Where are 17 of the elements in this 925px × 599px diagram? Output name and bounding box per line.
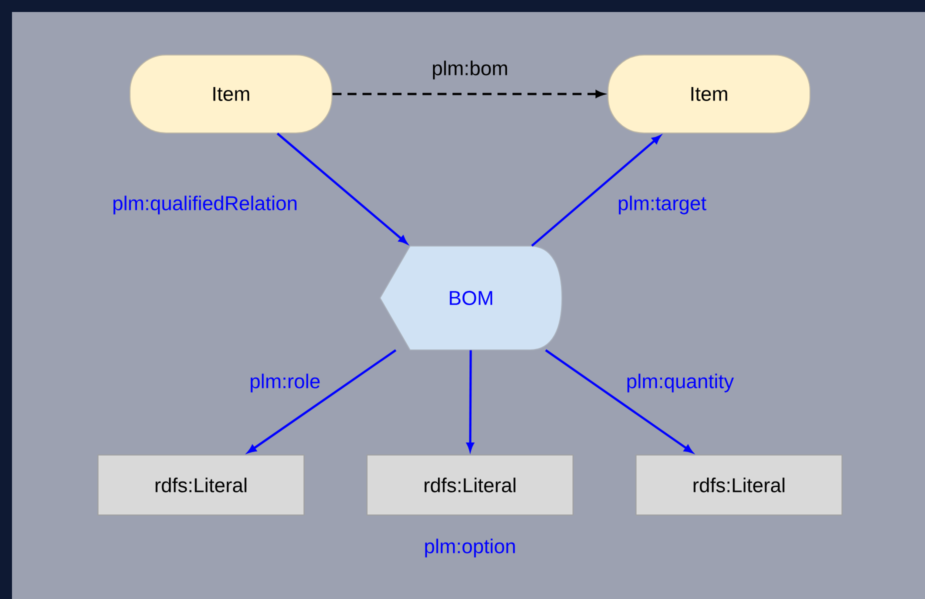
arrow	[531, 135, 661, 247]
arrow	[276, 132, 408, 244]
edge-label: plm:quantity	[627, 374, 734, 392]
edge-label: plm:target	[618, 196, 706, 214]
edge-label: plm:qualifiedRelation	[113, 196, 296, 214]
arrow	[466, 350, 474, 452]
item-box: Item	[608, 54, 811, 134]
item-box: Item	[130, 54, 332, 134]
edge-label: plm:role	[250, 374, 320, 392]
literal-box: rdfs:Literal	[636, 454, 842, 516]
edge-label: plm:option	[425, 538, 515, 558]
literal-box: rdfs:Literal	[366, 454, 574, 516]
arrow	[248, 349, 396, 454]
arrow	[332, 90, 604, 98]
edge-label: plm:bom	[432, 60, 508, 80]
arrow	[545, 349, 693, 454]
literal-box: rdfs:Literal	[98, 454, 304, 516]
